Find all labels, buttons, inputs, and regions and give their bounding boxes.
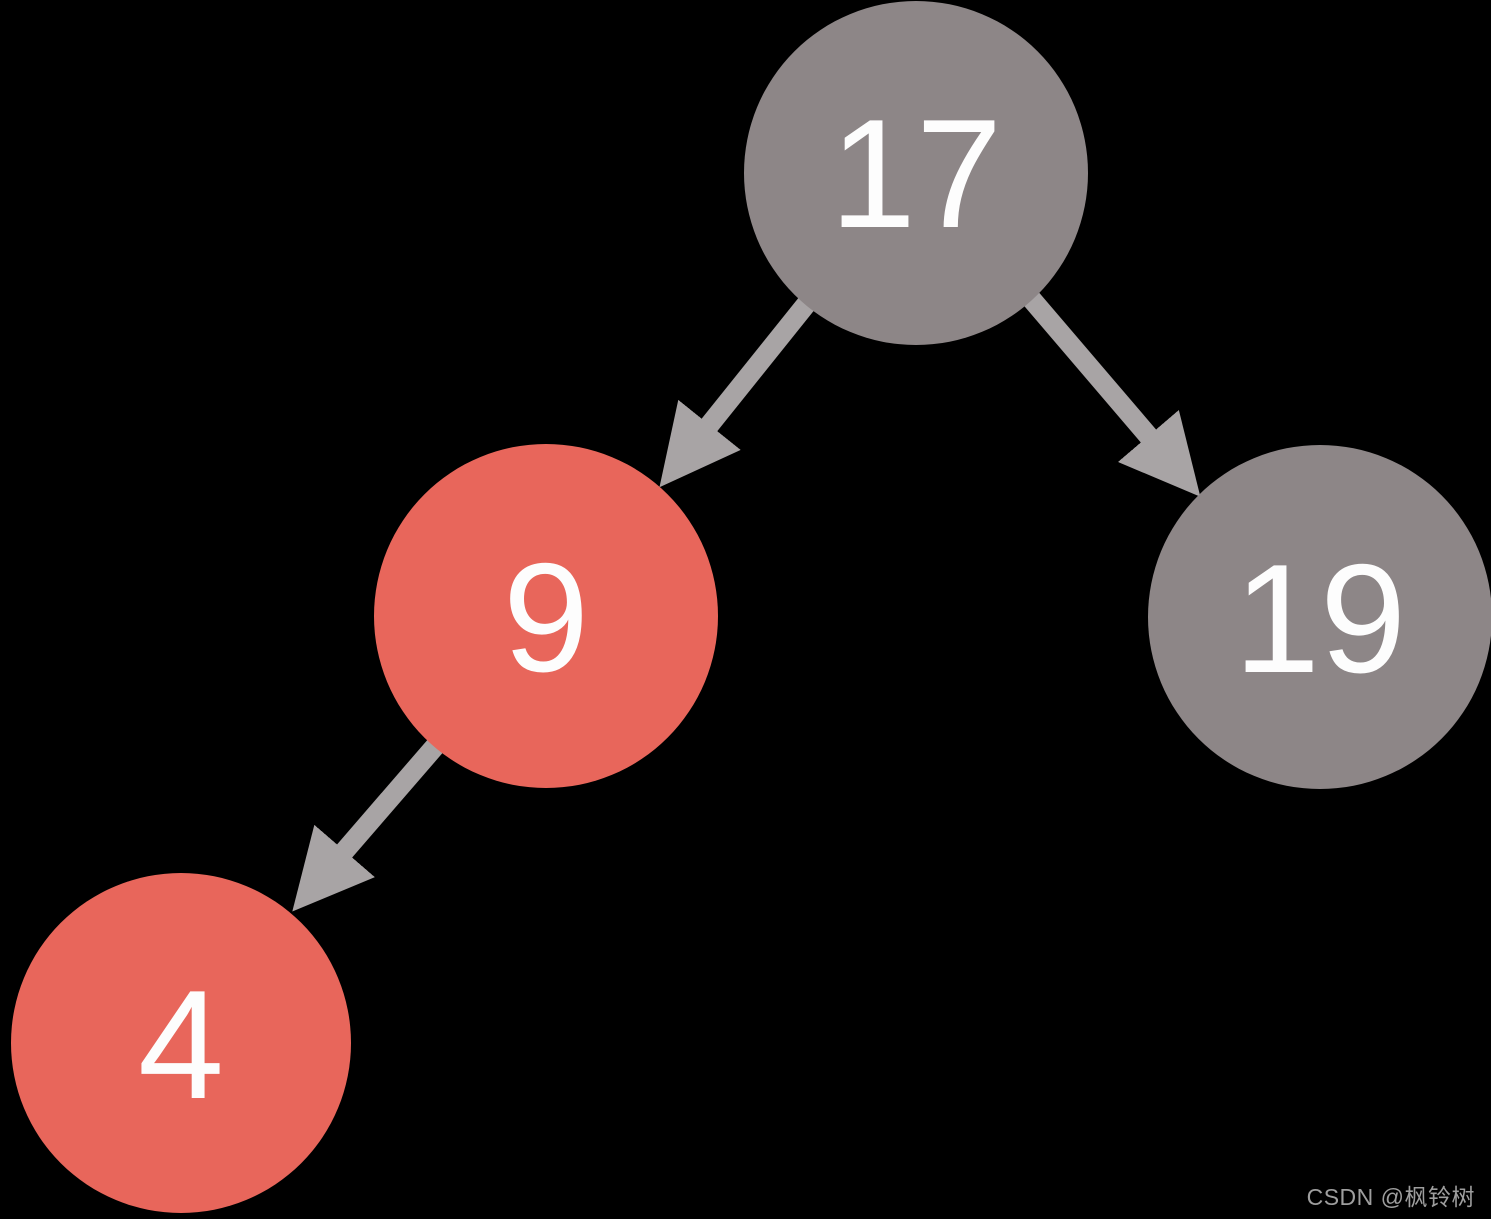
tree-node-19-label: 19 [1234, 532, 1406, 705]
edge-9-to-4-arrow [292, 729, 452, 912]
edge-17-to-9-arrow [659, 285, 824, 488]
edge-17-to-19-arrow [1014, 281, 1201, 497]
tree-node-19-circle [1148, 445, 1491, 789]
tree-node-9-circle [374, 444, 718, 788]
tree-node-17-label: 17 [830, 87, 1002, 260]
nodes-group: 17 9 19 4 [11, 1, 1491, 1213]
tree-node-9-label: 9 [503, 531, 589, 704]
tree-node-17-circle [744, 1, 1088, 345]
tree-node-4-circle [11, 873, 351, 1213]
watermark: CSDN @枫铃树 [1306, 1184, 1475, 1210]
edges-group [292, 281, 1201, 912]
tree-node-4-label: 4 [138, 958, 224, 1131]
